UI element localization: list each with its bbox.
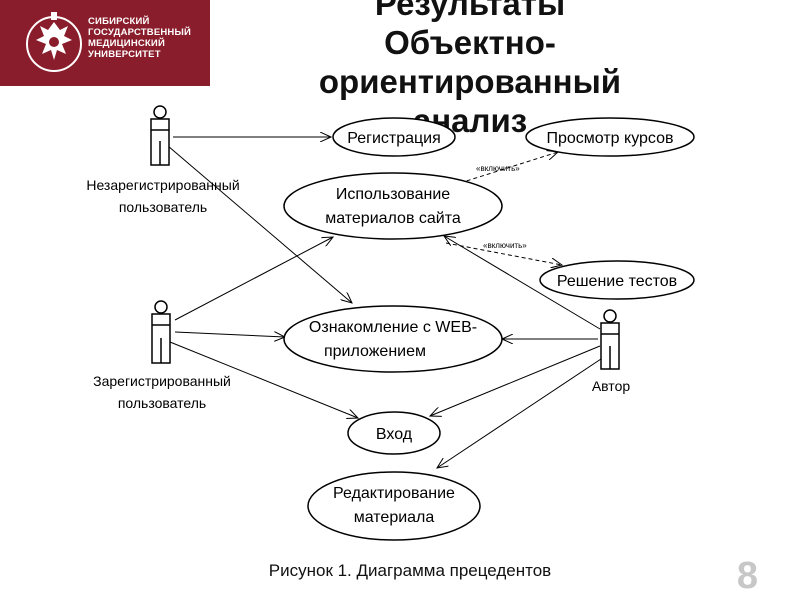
actor-label: пользователь bbox=[118, 395, 206, 411]
use-case-intro-web bbox=[283, 305, 503, 373]
actor-label: Автор bbox=[592, 378, 631, 394]
figure-caption: Рисунок 1. Диаграмма прецедентов bbox=[268, 561, 552, 580]
association-line bbox=[437, 356, 605, 468]
use-case-login bbox=[347, 411, 441, 455]
association-line bbox=[430, 345, 601, 416]
university-name-line: ГОСУДАРСТВЕННЫЙ bbox=[88, 27, 192, 38]
use-case-registration bbox=[332, 117, 456, 157]
actor-label: Зарегистрированный bbox=[93, 373, 231, 389]
use-case-view-courses bbox=[525, 117, 695, 157]
slide-title-line: Объектно- bbox=[384, 24, 556, 61]
use-case-label: материала bbox=[354, 509, 435, 526]
use-case-label: Редактирование bbox=[333, 485, 455, 502]
association-line bbox=[169, 341, 358, 418]
association-line bbox=[167, 145, 352, 303]
university-logo-banner: СИБИРСКИЙ ГОСУДАРСТВЕННЫЙ МЕДИЦИНСКИЙ УН… bbox=[0, 0, 210, 86]
actor-author-figure-icon bbox=[600, 309, 620, 370]
include-label: «включить» bbox=[483, 241, 527, 250]
use-case-label: Решение тестов bbox=[557, 273, 677, 290]
university-name-line: СИБИРСКИЙ bbox=[88, 16, 150, 27]
use-case-solve-tests bbox=[539, 260, 695, 300]
university-name: СИБИРСКИЙ ГОСУДАРСТВЕННЫЙ МЕДИЦИНСКИЙ УН… bbox=[88, 16, 206, 60]
association-line bbox=[174, 237, 333, 321]
slide-title: Результаты Объектно- ориентированный ана… bbox=[230, 0, 710, 140]
include-arrow-line bbox=[459, 152, 558, 184]
use-case-label: приложением bbox=[324, 343, 426, 360]
use-case-label: Регистрация bbox=[347, 130, 441, 147]
association-line bbox=[444, 236, 601, 330]
use-case-edit-material bbox=[307, 471, 481, 541]
actor-label: Незарегистрированный bbox=[86, 177, 239, 193]
include-label: «включить» bbox=[476, 164, 520, 173]
use-case-label: Вход bbox=[376, 426, 413, 443]
actor-registered-figure-icon bbox=[151, 300, 171, 364]
university-name-line: МЕДИЦИНСКИЙ bbox=[88, 38, 165, 49]
actor-unregistered-figure-icon bbox=[150, 105, 170, 166]
university-name-line: УНИВЕРСИТЕТ bbox=[88, 49, 161, 60]
association-line bbox=[174, 331, 285, 337]
actor-label: пользователь bbox=[119, 199, 207, 215]
page-number: 8 bbox=[736, 555, 758, 597]
use-case-label: Просмотр курсов bbox=[547, 130, 674, 147]
use-case-label: материалов сайта bbox=[325, 210, 461, 227]
include-arrow-line bbox=[445, 242, 562, 265]
double-headed-eagle-emblem-icon bbox=[26, 12, 82, 72]
use-case-label: Ознакомление с WEB- bbox=[309, 319, 477, 336]
use-case-label: Использование bbox=[336, 186, 450, 203]
slide-title-line: ориентированный bbox=[318, 63, 622, 100]
slide-title-line: Результаты bbox=[374, 0, 566, 22]
use-case-use-materials bbox=[283, 172, 503, 240]
